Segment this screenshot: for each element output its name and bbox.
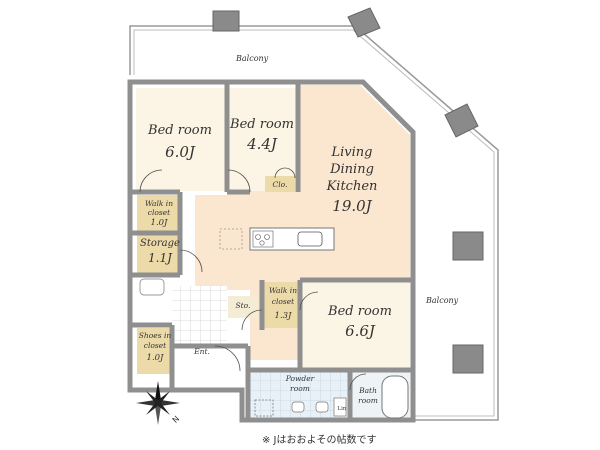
balcony-pillars	[212, 7, 484, 374]
walkin-closet-1-line2: closet	[147, 208, 171, 217]
footnote: ※ Jはおおよその帖数です	[262, 435, 377, 446]
ldk-line3: Kitchen	[326, 179, 378, 194]
bedroom-1-size: 6.0J	[165, 143, 195, 161]
linen-label: Lin	[337, 406, 347, 412]
ldk-size: 19.0J	[332, 197, 372, 215]
clo-label: Clo.	[272, 180, 288, 189]
storage-size: 1.1J	[148, 251, 172, 265]
powder-room-line1: Powder	[285, 374, 315, 383]
shoes-closet-line1: Shoes in	[138, 331, 172, 340]
balcony-label-top: Balcony	[236, 54, 269, 63]
bedroom-1-name: Bed room	[148, 123, 212, 138]
door-swings	[139, 167, 367, 391]
floor-fills	[133, 85, 410, 422]
bedroom-2-size: 4.4J	[247, 135, 277, 153]
bath-fixtures	[139, 278, 409, 419]
walkin-closet-2-line2: closet	[271, 297, 295, 306]
walkin-closet-2-size: 1.3J	[274, 311, 292, 321]
storage-name: Storage	[140, 238, 180, 249]
ldk-line2: Dining	[330, 162, 374, 177]
walkin-closet-1-size: 1.0J	[150, 218, 168, 228]
shoes-closet-size: 1.0J	[146, 353, 164, 363]
shoes-closet-line2: closet	[143, 341, 167, 350]
walls	[127, 79, 416, 423]
kitchen-counter	[219, 227, 335, 251]
walkin-closet-2-line1: Walk in	[268, 286, 298, 295]
bedroom-2-name: Bed room	[230, 117, 294, 132]
bedroom-3-name: Bed room	[328, 304, 392, 319]
bedroom-3-size: 6.6J	[345, 322, 375, 340]
entrance-label: Ent.	[194, 347, 210, 356]
ldk-line1: Living	[331, 145, 373, 160]
bath-room-line1: Bath	[359, 386, 377, 395]
sto-label: Sto.	[235, 301, 251, 310]
bath-room-line2: room	[358, 396, 378, 405]
compass-rose	[136, 381, 180, 425]
balcony-label-right: Balcony	[426, 296, 459, 305]
powder-room-line2: room	[290, 384, 310, 393]
walkin-closet-1-line1: Walk in	[144, 199, 174, 208]
